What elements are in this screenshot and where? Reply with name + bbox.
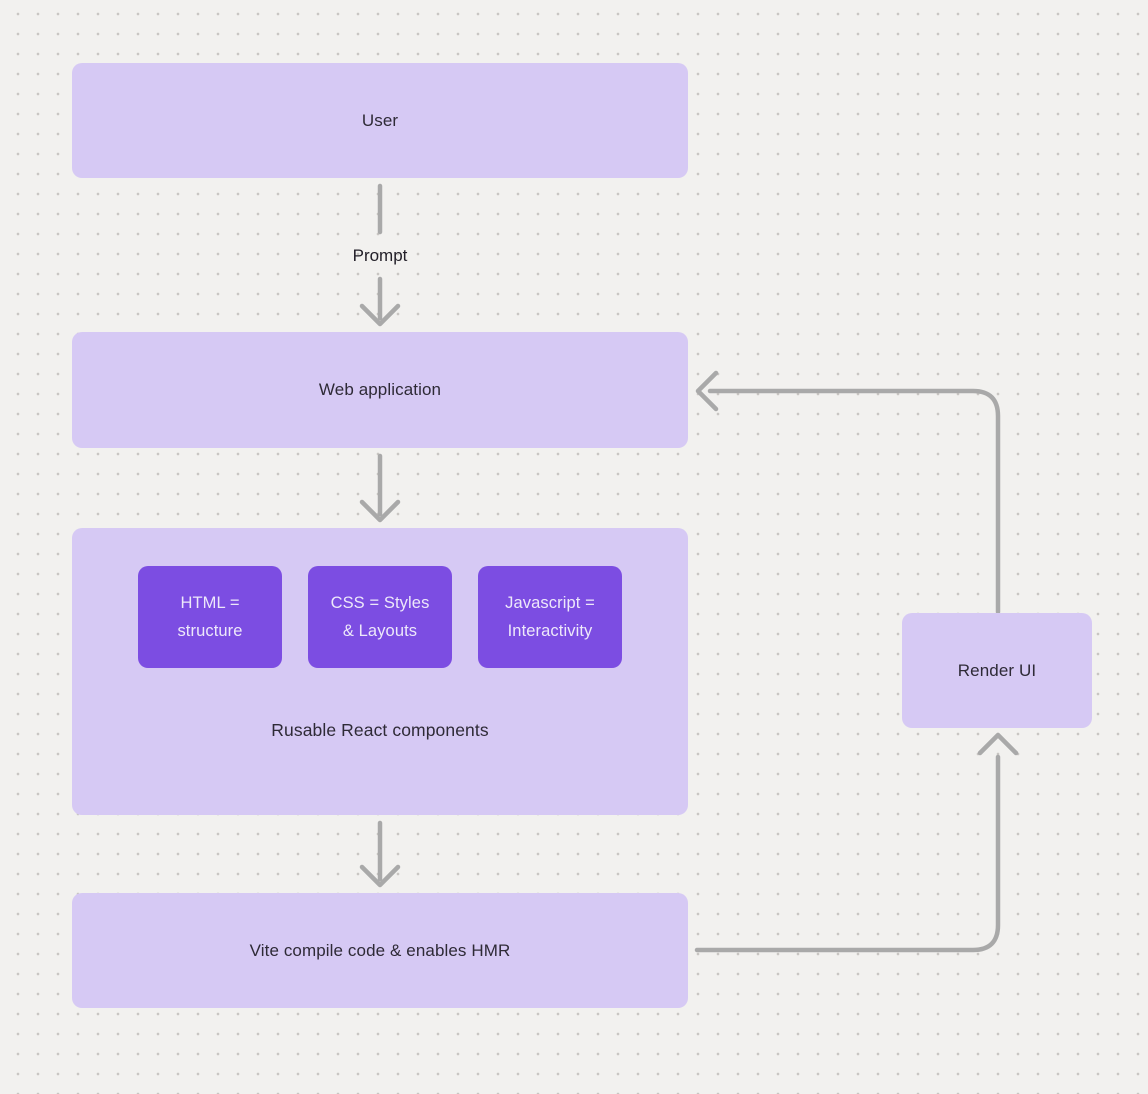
chip-css-line-2: & Layouts [342,622,418,640]
chip-html-line-1: HTML = [180,594,240,612]
chip-css-line-1: CSS = Styles [330,594,430,612]
chip-javascript-line-1: Javascript = [505,594,595,612]
node-react-components-group: HTML = structure CSS = Styles & Layouts … [72,528,688,815]
node-user-label: User [361,110,399,130]
chip-css: CSS = Styles & Layouts [308,566,452,668]
node-user: User [72,63,688,178]
component-chip-row: HTML = structure CSS = Styles & Layouts … [138,566,622,668]
edge-components-to-vite-arrow [359,820,401,888]
node-web-application: Web application [72,332,688,448]
react-components-caption: Rusable React components [271,720,489,740]
node-web-application-label: Web application [318,380,442,399]
chip-html-line-2: structure [177,622,243,640]
node-render-ui-label: Render UI [957,660,1037,680]
edge-vite-to-renderui-arrow [694,732,1019,953]
node-vite: Vite compile code & enables HMR [72,893,688,1008]
node-vite-label: Vite compile code & enables HMR [249,940,511,960]
edge-label-prompt: Prompt [352,246,408,265]
edge-renderui-to-webapp-arrow [695,370,1001,615]
chip-html: HTML = structure [138,566,282,668]
node-render-ui: Render UI [902,613,1092,728]
chip-javascript-line-2: Interactivity [507,622,593,640]
edge-webapp-to-components-arrow [359,453,401,523]
chip-javascript: Javascript = Interactivity [478,566,622,668]
